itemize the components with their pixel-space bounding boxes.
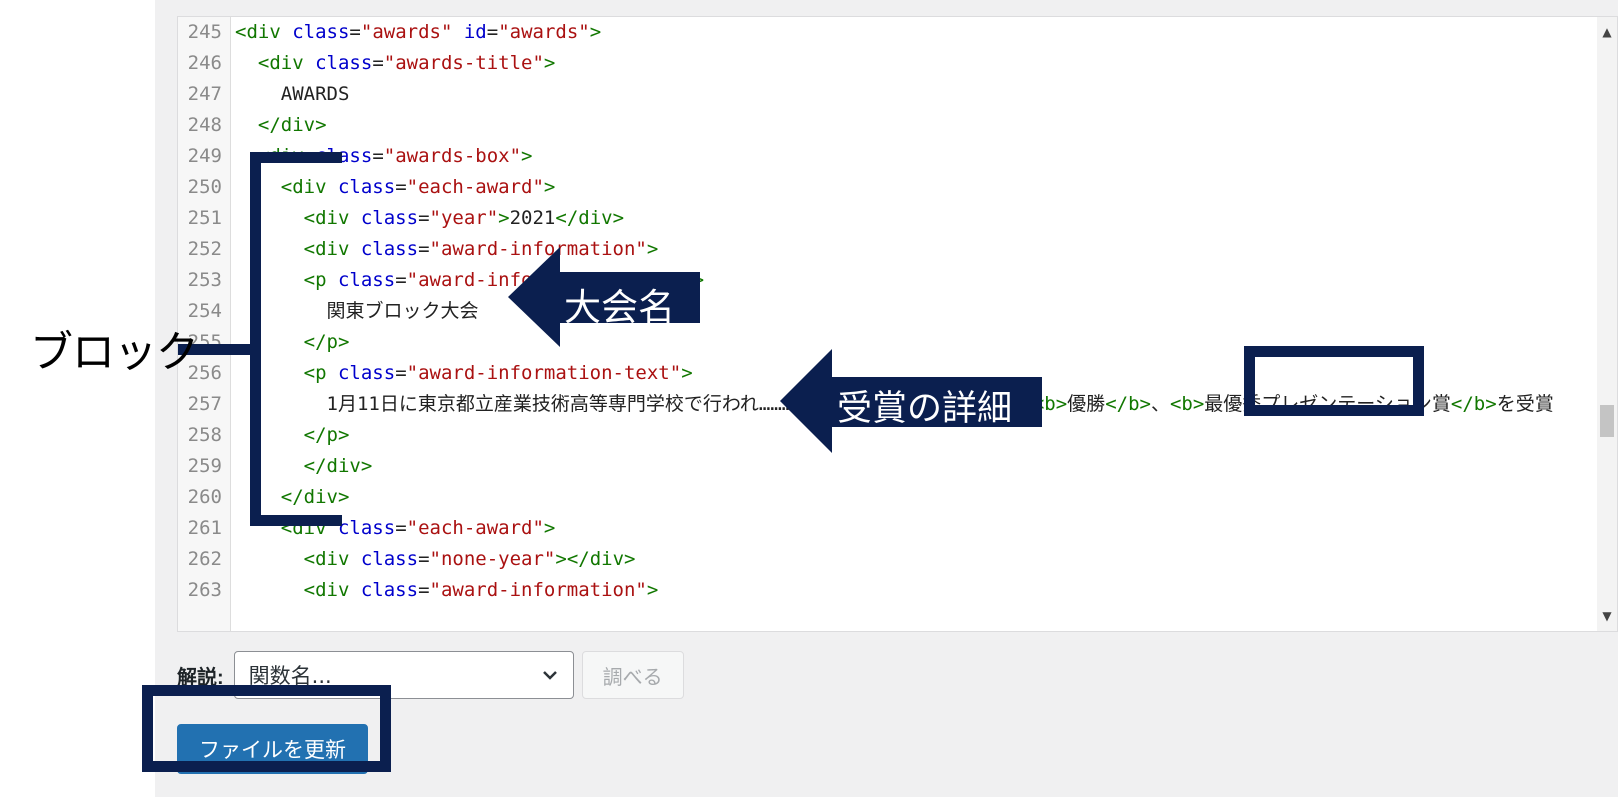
code-line[interactable]: 261 <div class="each-award"> — [178, 513, 1617, 544]
code-line[interactable]: 252 <div class="award-information"> — [178, 234, 1617, 265]
line-number: 246 — [187, 52, 222, 74]
tournament-name-label: 大会名 — [564, 286, 675, 329]
code-editor[interactable]: 245 <div class="awards" id="awards"> 246 <… — [177, 16, 1618, 632]
line-code[interactable]: <div class="year">2021</div> — [303, 207, 625, 229]
line-number: 248 — [187, 114, 222, 136]
line-code[interactable]: </p> — [303, 331, 350, 353]
line-number: 254 — [187, 300, 222, 322]
code-line[interactable]: 250 <div class="each-award"> — [178, 172, 1617, 203]
editor-scrollbar[interactable]: ▲ ▼ — [1597, 17, 1617, 631]
line-number-gutter — [178, 17, 231, 631]
award-details-label: 受賞の詳細 — [837, 389, 1013, 429]
code-line[interactable]: 251 <div class="year">2021</div> — [178, 203, 1617, 234]
line-number: 253 — [187, 269, 222, 291]
line-code[interactable]: </div> — [280, 486, 350, 508]
line-number: 247 — [187, 83, 222, 105]
line-number: 259 — [187, 455, 222, 477]
line-number: 249 — [187, 145, 222, 167]
line-number: 256 — [187, 362, 222, 384]
line-number: 245 — [187, 21, 222, 43]
code-line[interactable]: 258 </p> — [178, 420, 1617, 451]
line-code[interactable]: <div class="each-award"> — [280, 517, 556, 539]
tournament-name-callout: 大会名 — [508, 247, 700, 347]
line-code[interactable]: AWARDS — [235, 83, 350, 105]
block-bracket-stub — [178, 344, 256, 355]
bold-tag-highlight — [1244, 346, 1424, 416]
line-code[interactable]: <p class="award-information-text"> — [303, 362, 693, 384]
documentation-label: 解説: — [177, 666, 224, 689]
line-code[interactable]: </div> — [303, 455, 373, 477]
code-line[interactable]: 263 <div class="award-information"> — [178, 575, 1617, 606]
scroll-down-arrow-icon[interactable]: ▼ — [1602, 609, 1612, 623]
line-code[interactable]: </p> — [303, 424, 350, 446]
line-number: 257 — [187, 393, 222, 415]
update-button-highlight — [142, 685, 391, 772]
code-line[interactable]: 247 AWARDS — [178, 79, 1617, 110]
block-annotation-label: ブロック — [30, 328, 199, 378]
lookup-button[interactable]: 調べる — [581, 651, 684, 699]
chevron-down-icon — [542, 671, 557, 680]
award-details-callout: 受賞の詳細 — [780, 349, 1042, 453]
line-number: 250 — [187, 176, 222, 198]
code-line[interactable]: 245 <div class="awards" id="awards"> — [178, 17, 1617, 48]
line-number: 252 — [187, 238, 222, 260]
line-number: 258 — [187, 424, 222, 446]
block-bracket-bottom — [250, 515, 342, 526]
code-line[interactable]: 248 </div> — [178, 110, 1617, 141]
code-line[interactable]: 262 <div class="none-year"></div> — [178, 544, 1617, 575]
line-code[interactable]: <div class="none-year"></div> — [303, 548, 636, 570]
code-line[interactable]: 254 関東ブロック大会 — [178, 296, 1617, 327]
line-code[interactable]: 関東ブロック大会 — [235, 300, 479, 322]
line-code[interactable]: <div class="award-information"> — [303, 238, 659, 260]
line-code[interactable]: <div class="awards-title"> — [257, 52, 556, 74]
code-line[interactable]: 246 <div class="awards-title"> — [178, 48, 1617, 79]
code-line[interactable]: 260 </div> — [178, 482, 1617, 513]
code-line[interactable]: 259 </div> — [178, 451, 1617, 482]
function-name-select-value: 関数名... — [248, 664, 332, 688]
line-code[interactable]: <div class="each-award"> — [280, 176, 556, 198]
line-number: 260 — [187, 486, 222, 508]
block-bracket-top — [250, 152, 342, 163]
code-line[interactable]: 253 <p class="award-information-title"> — [178, 265, 1617, 296]
line-code[interactable]: <div class="award-information"> — [303, 579, 659, 601]
line-number: 262 — [187, 548, 222, 570]
line-code[interactable]: <div class="awards" id="awards"> — [235, 21, 602, 43]
scroll-thumb[interactable] — [1600, 405, 1614, 437]
line-code[interactable]: </div> — [257, 114, 327, 136]
scroll-up-arrow-icon[interactable]: ▲ — [1602, 25, 1612, 39]
code-line[interactable]: 249 <div class="awards-box"> — [178, 141, 1617, 172]
line-code[interactable]: <div class="awards-box"> — [258, 145, 533, 167]
left-arrow-icon — [508, 247, 700, 347]
line-number: 263 — [187, 579, 222, 601]
code-lines[interactable]: 245 <div class="awards" id="awards"> 246 <… — [178, 17, 1617, 606]
left-arrow-icon — [780, 349, 1042, 453]
block-bracket-vertical — [250, 152, 261, 526]
line-number: 251 — [187, 207, 222, 229]
code-line[interactable]: 256 <p class="award-information-text"> — [178, 358, 1617, 389]
line-number: 261 — [187, 517, 222, 539]
